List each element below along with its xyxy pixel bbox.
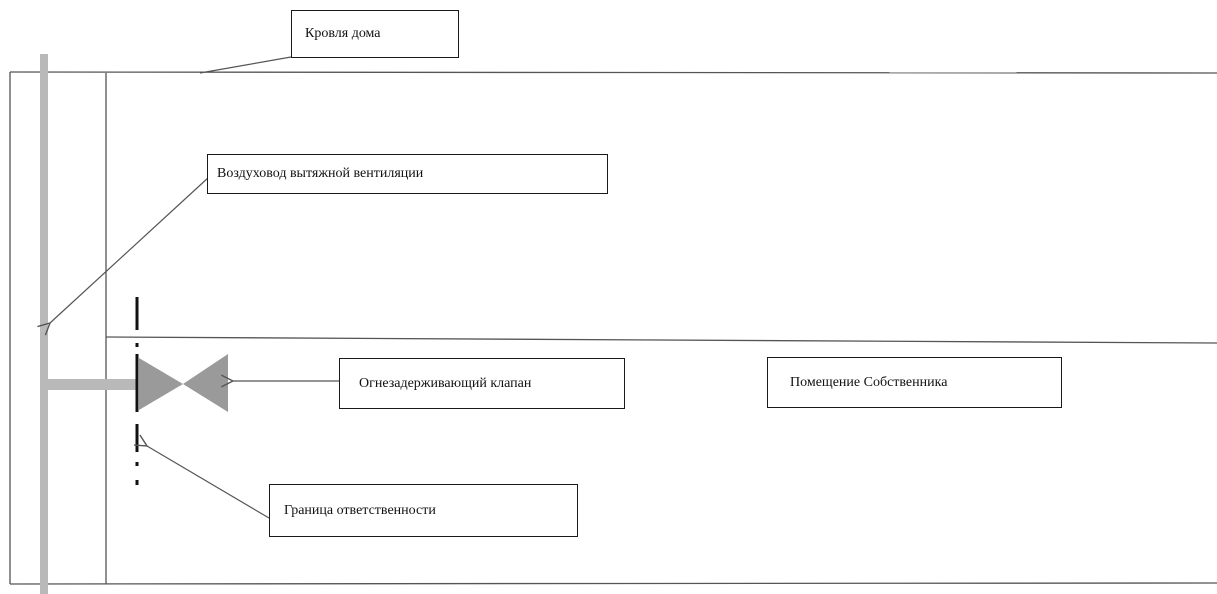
exhaust-duct-label: Воздуховод вытяжной вентиляции: [217, 166, 424, 181]
responsibility-boundary-label-box: Граница ответственности: [269, 484, 578, 537]
leader-lines: [50, 56, 339, 519]
floor-slab-line: [105, 336, 1217, 344]
roof-label: Кровля дома: [305, 26, 381, 41]
roof-leader-line: [199, 56, 292, 74]
duct-leader-arrow: [50, 176, 210, 323]
owner-premises-label-box: Помещение Собственника: [767, 357, 1062, 408]
fire-damper-label-box: Огнезадерживающий клапан: [339, 358, 625, 409]
fire-damper-label: Огнезадерживающий клапан: [359, 375, 532, 391]
building-outline: [9, 71, 1217, 585]
building-floor-line: [9, 582, 1217, 585]
branch-duct: [48, 379, 136, 390]
roof-line: [9, 71, 1217, 74]
fire-damper-valve-icon: [139, 354, 228, 412]
boundary-leader-arrow: [147, 446, 270, 519]
exhaust-duct-riser: [40, 54, 48, 594]
owner-premises-label: Помещение Собственника: [790, 374, 948, 390]
roof-label-box: Кровля дома: [291, 10, 459, 58]
exhaust-duct-label-box: Воздуховод вытяжной вентиляции: [207, 154, 608, 194]
responsibility-boundary-label: Граница ответственности: [284, 502, 436, 518]
